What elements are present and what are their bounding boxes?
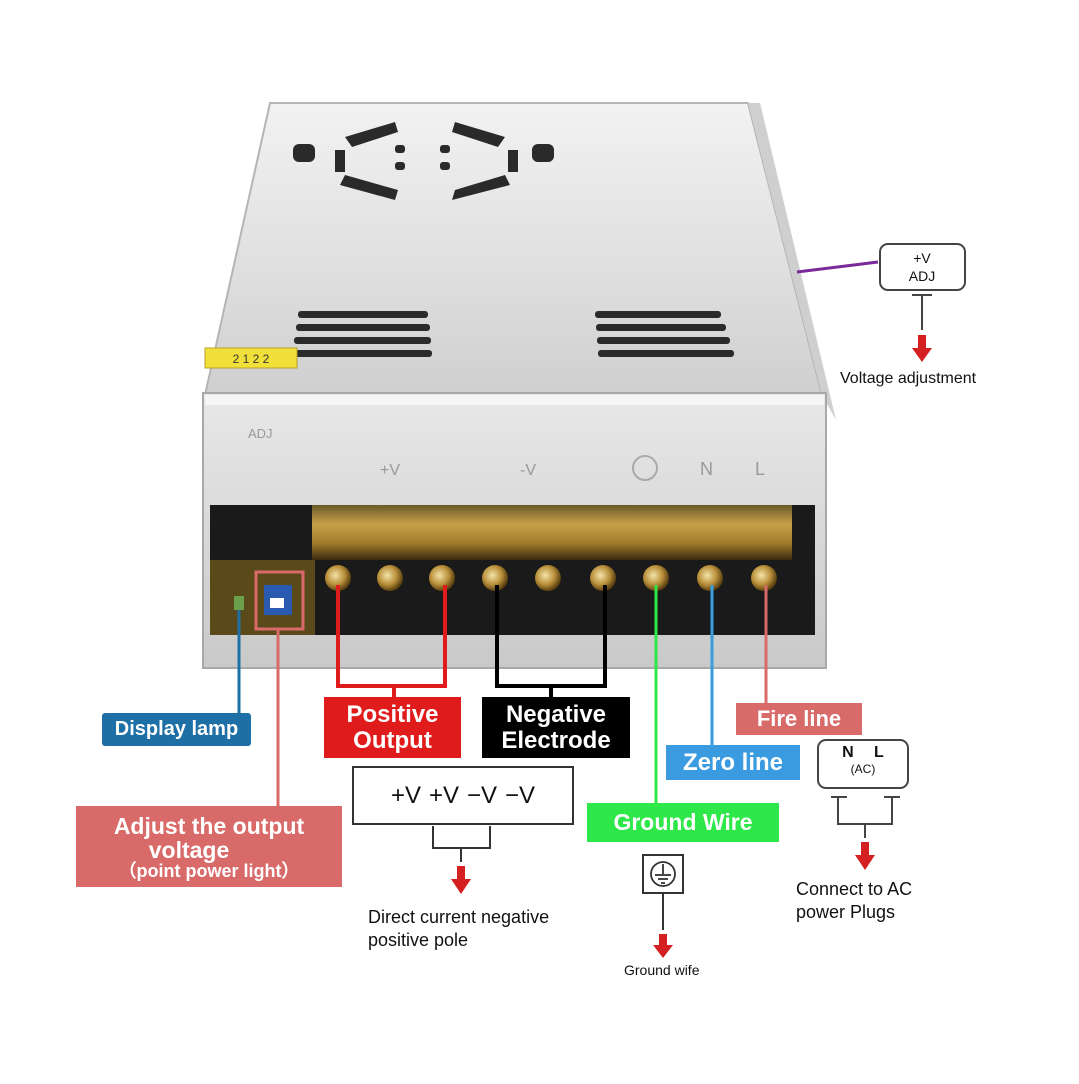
adjust-output-label: Adjust the output voltage （point power l… (76, 806, 342, 887)
positive-output-line2: Output (353, 726, 432, 754)
arrow-icon (855, 842, 875, 870)
ground-wire-label: Ground Wire (587, 803, 779, 842)
positive-bracket (336, 585, 447, 688)
dc-terminal-row: +V +V −V −V (353, 767, 573, 824)
panel-terminal-n: N (700, 459, 713, 479)
ac-box-l: L (874, 744, 884, 761)
ground-icon (650, 861, 676, 887)
terminal-screws (325, 565, 777, 591)
fire-line-label: Fire line (736, 703, 862, 735)
panel-terminal-pos: +V (380, 462, 400, 479)
panel-adj-label: ADJ (248, 426, 273, 441)
ac-box (817, 739, 909, 789)
arrow-icon (912, 335, 932, 362)
ac-box-sub: (AC) (850, 762, 876, 776)
dc-terminal-box (352, 766, 574, 825)
adj-box (879, 243, 966, 291)
panel-terminal-neg: -V (520, 462, 536, 479)
negative-electrode-line1: Negative (505, 701, 607, 729)
housing-side (748, 103, 836, 420)
voltage-adjustment-caption: Voltage adjustment (840, 370, 977, 387)
adj-box-line2: ADJ (909, 268, 935, 284)
dc-caption-line1: Direct current negative (368, 907, 550, 927)
dc-terminal-pos-1: +V (390, 781, 421, 809)
ground-caption: Ground wife (624, 962, 700, 978)
dc-caption: Direct current negative positive pole (368, 906, 549, 951)
dc-terminal-neg-2: −V (505, 781, 536, 809)
negative-electrode-label: Negative Electrode (482, 697, 630, 758)
dc-terminal-neg-1: −V (467, 781, 498, 809)
dc-caption-line2: positive pole (368, 929, 469, 950)
ac-caption-line1: Connect to AC (796, 879, 913, 899)
dc-terminal-pos-2: +V (428, 781, 459, 809)
fan-vent (293, 122, 554, 200)
panel-terminal-l: L (755, 459, 765, 479)
sticker (204, 347, 298, 369)
zero-line-label: Zero line (666, 745, 800, 780)
panel-ground-symbol (632, 455, 658, 481)
ac-caption-line2: power Plugs (796, 901, 896, 922)
negative-electrode-line2: Electrode (501, 726, 611, 754)
terminal-cover (312, 505, 792, 560)
slot-vents (292, 311, 734, 357)
adj-line (796, 260, 879, 274)
positive-output-label: Positive Output (324, 697, 461, 758)
adjust-output-line1: Adjust the output (113, 812, 305, 839)
ac-caption: Connect to AC power Plugs (796, 878, 912, 923)
positive-output-line1: Positive (346, 701, 439, 729)
ac-box-text: N L (AC) (818, 742, 908, 788)
display-led (234, 596, 244, 610)
arrow-icon (653, 934, 673, 958)
adjust-output-line3: （point power light） (118, 861, 300, 882)
adj-box-line1: +V (913, 250, 931, 266)
ac-box-n: N (842, 744, 854, 761)
arrow-icon (451, 866, 471, 894)
adjust-output-line2: voltage (148, 837, 230, 864)
display-lamp-label: Display lamp (102, 713, 251, 746)
sticker-text: 2 1 2 2 (233, 352, 270, 366)
